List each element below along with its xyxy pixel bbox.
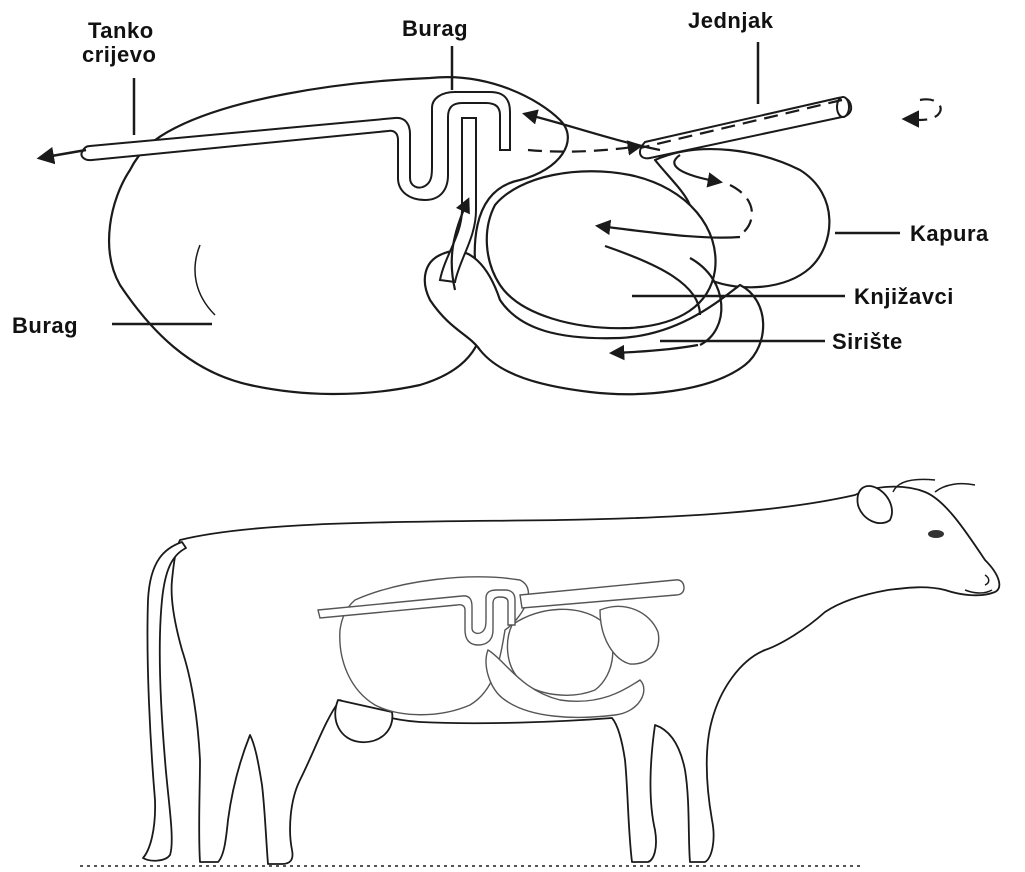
label-burag-left: Burag — [12, 313, 78, 338]
stomach-illustration: Tanko crijevo Burag Jednjak Kapura Knjiž… — [12, 8, 989, 394]
label-kapura: Kapura — [910, 221, 989, 246]
omasum-shape — [487, 171, 716, 328]
flow-arrow-esophagus-dash — [905, 99, 941, 120]
cow-horn-right — [935, 484, 975, 492]
cow-illustration — [80, 479, 999, 866]
label-jednjak: Jednjak — [688, 8, 774, 33]
label-tanko-line1: Tanko — [88, 18, 154, 43]
label-tanko-line2: crijevo — [82, 42, 156, 67]
label-knjizavci: Knjižavci — [854, 284, 954, 309]
flow-arrow-intestine-out — [40, 150, 86, 158]
cow-eye — [928, 530, 944, 538]
esophagus-tube — [640, 97, 851, 158]
label-siriste: Sirište — [832, 329, 903, 354]
label-burag-top: Burag — [402, 16, 468, 41]
